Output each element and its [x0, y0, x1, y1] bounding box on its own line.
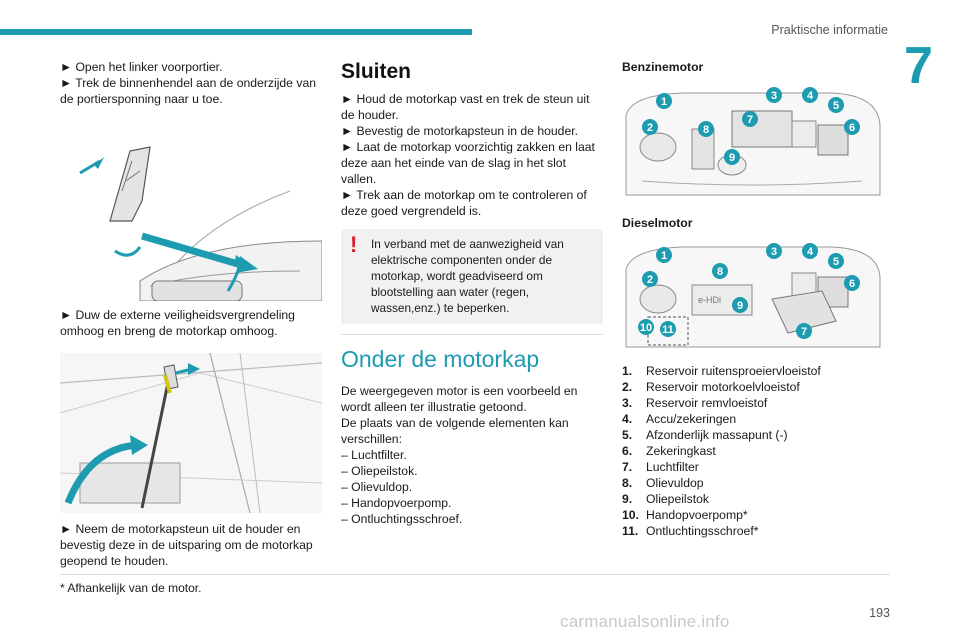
callout-6: 6 [844, 275, 860, 291]
callout-label: 8 [703, 124, 709, 136]
illustration-diesel-engine: e-HDi 1 2 3 4 5 6 7 8 9 10 11 [622, 241, 884, 349]
warning-box: ! In verband met de aanwezigheid van ele… [341, 229, 603, 324]
callout-label: 10 [640, 322, 652, 334]
step-safety-catch: ► Duw de externe veiligheidsvergrendelin… [60, 308, 295, 338]
legend-item: 5.Afzonderlijk massapunt (-) [622, 428, 788, 442]
chapter-number: 7 [904, 37, 933, 95]
callout-label: 7 [801, 326, 807, 338]
legend-item: 11.Ontluchtingsschroef* [622, 524, 759, 538]
callout-4: 4 [802, 87, 818, 103]
callout-label: 4 [807, 90, 814, 102]
list-item: – Luchtfilter. [341, 448, 407, 462]
callout-label: 9 [729, 152, 735, 164]
legend-item: 3.Reservoir remvloeistof [622, 396, 768, 410]
legend-item: 10.Handopvoerpomp* [622, 508, 748, 522]
divider [341, 334, 603, 335]
callout-label: 3 [771, 90, 777, 102]
illustration-bonnet-stay [59, 352, 323, 514]
callout-label: 7 [747, 114, 753, 126]
list-item: – Oliepeilstok. [341, 464, 418, 478]
callout-label: 3 [771, 246, 777, 258]
intro-variation: De plaats van de volgende elementen kan … [341, 416, 569, 446]
list-item: – Olievuldop. [341, 480, 413, 494]
callout-label: 9 [737, 300, 743, 312]
callout-label: 1 [661, 250, 667, 262]
warning-icon: ! [350, 232, 358, 257]
watermark: carmanualsonline.info [560, 612, 730, 631]
callout-4: 4 [802, 243, 818, 259]
heading-sluiten: Sluiten [341, 60, 412, 83]
callout-5: 5 [828, 97, 844, 113]
step-check-lock: ► Trek aan de motorkap om te controleren… [341, 188, 587, 218]
callout-label: 4 [807, 246, 814, 258]
legend-item: 7.Luchtfilter [622, 460, 699, 474]
page-number: 193 [869, 606, 890, 620]
callout-label: 8 [717, 266, 723, 278]
step-secure-stay: ► Bevestig de motorkapsteun in de houder… [341, 124, 579, 138]
callout-5: 5 [828, 253, 844, 269]
petrol-callouts: 1 2 3 4 5 6 7 8 9 [642, 87, 860, 165]
step-hold-bonnet: ► Houd de motorkap vast en trek de steun… [341, 92, 590, 122]
callout-10: 10 [638, 319, 654, 335]
callout-2: 2 [642, 271, 658, 287]
callout-label: 2 [647, 274, 653, 286]
legend-item: 1.Reservoir ruitensproeiervloeistof [622, 364, 821, 378]
callout-label: 5 [833, 256, 839, 268]
engine-badge: e-HDi [698, 295, 721, 305]
legend-item: 6.Zekeringkast [622, 444, 716, 458]
list-item: – Ontluchtingsschroef. [341, 512, 463, 526]
warning-text: In verband met de aanwezigheid van elekt… [371, 237, 564, 315]
callout-label: 6 [849, 122, 855, 134]
callout-8: 8 [712, 263, 728, 279]
callout-label: 2 [647, 122, 653, 134]
legend-item: 2.Reservoir motorkoelvloeistof [622, 380, 800, 394]
column-opening: ► Open het linker voorportier. ► Trek de… [59, 59, 323, 569]
step-lower-bonnet: ► Laat de motorkap voorzichtig zakken en… [341, 140, 595, 186]
heading-dieselmotor: Dieselmotor [622, 216, 693, 230]
callout-9: 9 [732, 297, 748, 313]
heading-onder-de-motorkap: Onder de motorkap [341, 346, 540, 372]
column-closing: Sluiten ► Houd de motorkap vast en trek … [341, 59, 603, 527]
step-open-door: ► Open het linker voorportier. [60, 60, 223, 74]
step-pull-lever: ► Trek de binnenhendel aan de onderzijde… [60, 76, 316, 106]
callout-2: 2 [642, 119, 658, 135]
callout-label: 1 [661, 96, 667, 108]
legend-item: 9.Oliepeilstok [622, 492, 709, 506]
illustration-release-lever [60, 121, 323, 302]
section-title: Praktische informatie [771, 23, 888, 37]
footnote-divider [60, 574, 890, 575]
callout-label: 11 [662, 324, 674, 336]
diesel-callouts: 1 2 3 4 5 6 7 8 9 10 11 [638, 243, 860, 339]
callout-9: 9 [724, 149, 740, 165]
callout-6: 6 [844, 119, 860, 135]
heading-benzinemotor: Benzinemotor [622, 60, 704, 74]
callout-1: 1 [656, 93, 672, 109]
illustration-petrol-engine: 1 2 3 4 5 6 7 8 9 [622, 85, 884, 203]
callout-11: 11 [660, 321, 676, 337]
callout-label: 5 [833, 100, 839, 112]
step-fix-stay: ► Neem de motorkapsteun uit de houder en… [60, 522, 313, 568]
component-legend: 1.Reservoir ruitensproeiervloeistof 2.Re… [622, 363, 892, 539]
intro-example: De weergegeven motor is een voorbeeld en… [341, 384, 578, 414]
column-engine-bay: Benzinemotor 1 2 3 4 5 6 7 8 9 Dieselmot [622, 59, 892, 539]
legend-item: 4.Accu/zekeringen [622, 412, 737, 426]
callout-label: 6 [849, 278, 855, 290]
callout-1: 1 [656, 247, 672, 263]
callout-7: 7 [742, 111, 758, 127]
footnote: * Afhankelijk van de motor. [60, 581, 202, 595]
callout-3: 3 [766, 243, 782, 259]
header-accent-bar [0, 29, 472, 35]
legend-item: 8.Olievuldop [622, 476, 704, 490]
callout-7: 7 [796, 323, 812, 339]
list-item: – Handopvoerpomp. [341, 496, 452, 510]
callout-3: 3 [766, 87, 782, 103]
callout-8: 8 [698, 121, 714, 137]
